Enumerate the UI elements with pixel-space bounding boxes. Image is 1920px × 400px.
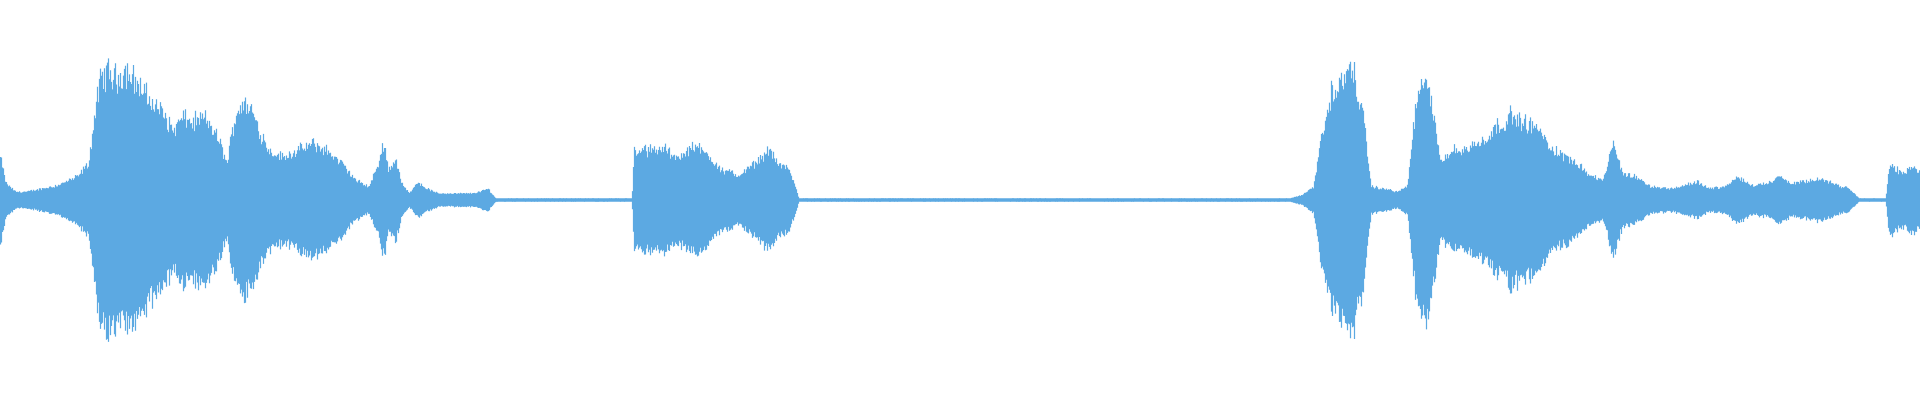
waveform-bars: [0, 58, 1920, 342]
waveform-path: [0, 58, 1920, 342]
